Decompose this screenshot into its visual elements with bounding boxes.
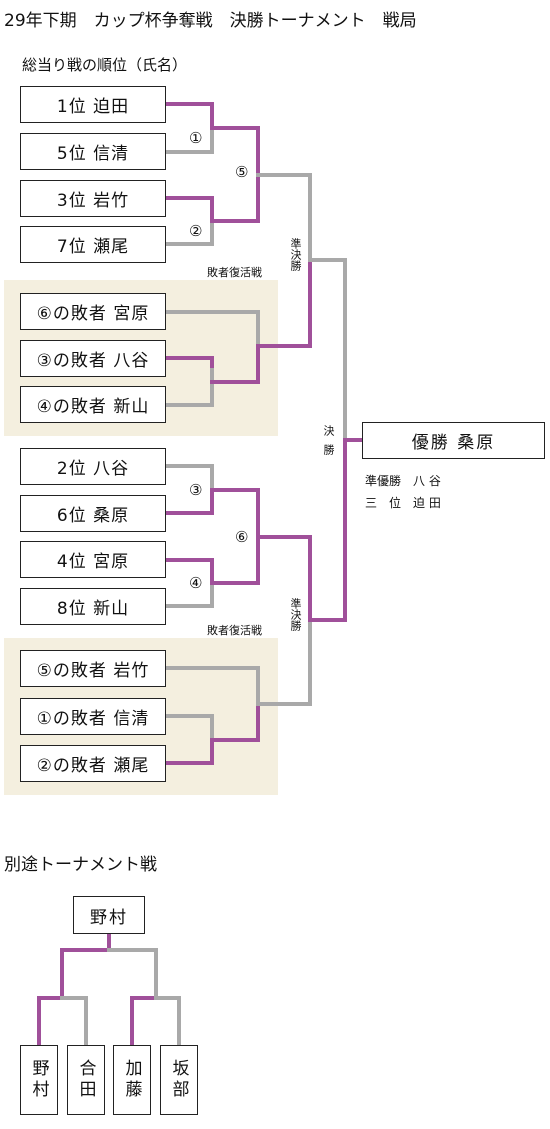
line-sf-top-final [308,258,347,442]
champion-box: 優勝 桑原 [362,422,545,459]
line-nobukiyo-rep [164,714,214,742]
line-rep-join [210,344,260,384]
repechage-box-1: ⑥の敗者 宮原 [20,293,166,330]
player-box-rank4: 4位 宮原 [20,541,166,578]
match-number-6: ⑥ [235,528,249,546]
line-m6-sf [256,535,312,622]
line-rep-sf [256,258,312,348]
separate-tournament-title: 別途トーナメント戦 [4,855,157,875]
line-sf-bottom-final [308,438,347,622]
line-sep-kato [130,996,158,1047]
line-sep-sakabe [154,996,181,1047]
semifinal-label-bottom: 準決勝 [289,598,302,631]
separate-winner-box: 野村 [73,896,145,934]
match-number-2: ② [189,222,203,240]
line-sep-nomura [37,996,64,1047]
ranking-subtitle: 総当り戦の順位（氏名） [22,56,188,74]
line-sakoda-m1 [164,102,214,130]
line-rep2-join [210,702,260,742]
line-niiyama-rep [164,368,214,407]
repechage-label-top: 敗者復活戦 [207,266,262,279]
page-title: 29年下期 カップ杯争奪戦 決勝トーナメント 戦局 [4,11,417,31]
player-box-rank1: 1位 迫田 [20,86,166,123]
line-yatani-rep [164,356,214,372]
player-box-rank6: 6位 桑原 [20,495,166,532]
line-iwatake-rep [164,666,260,706]
match-number-5: ⑤ [235,163,249,181]
line-miyahara-rep [164,310,260,348]
repechage-box-6: ②の敗者 瀬尾 [20,745,166,782]
repechage-box-2: ③の敗者 八谷 [20,340,166,377]
semifinal-label-top: 準決勝 [289,238,302,271]
player-box-rank7: 7位 瀬尾 [20,226,166,263]
separate-player-1: 野村 [20,1045,58,1115]
line-miyahara-m4 [164,558,214,585]
match-number-3: ③ [189,481,203,499]
third-place-note: 三 位 迫 田 [365,496,441,510]
repechage-box-5: ①の敗者 信清 [20,698,166,735]
line-m4-m6 [210,535,260,585]
line-m5-sf [256,173,312,262]
match-number-4: ④ [189,574,203,592]
line-seo-m2 [164,219,214,246]
player-box-rank8: 8位 新山 [20,588,166,625]
final-label: 決勝 [322,425,335,463]
line-sep-nomura-winner [60,932,111,1000]
player-box-rank2: 2位 八谷 [20,448,166,485]
line-seo-rep [164,738,214,765]
line-kuwahara-m3 [164,488,214,515]
line-nobukiyo-m1 [164,126,214,154]
line-m1-m5 [210,126,260,177]
repechage-label-bottom: 敗者復活戦 [207,624,262,637]
separate-player-2: 合田 [67,1045,105,1115]
line-m2-m5 [210,173,260,223]
repechage-box-4: ⑤の敗者 岩竹 [20,650,166,687]
line-m3-m6 [210,488,260,539]
separate-player-4: 坂部 [160,1045,198,1115]
separate-player-3: 加藤 [113,1045,151,1115]
repechage-box-3: ④の敗者 新山 [20,386,166,423]
line-niiyama-m4 [164,581,214,608]
player-box-rank5: 5位 信清 [20,133,166,170]
line-sep-right-top [107,948,158,1000]
player-box-rank3: 3位 岩竹 [20,180,166,217]
line-iwatake-m2 [164,196,214,223]
line-yatani-m3 [164,464,214,492]
line-rep2-sf [256,618,312,706]
runner-up-note: 準優勝 八 谷 [365,474,441,488]
match-number-1: ① [189,129,203,147]
line-sep-aida [60,996,88,1047]
